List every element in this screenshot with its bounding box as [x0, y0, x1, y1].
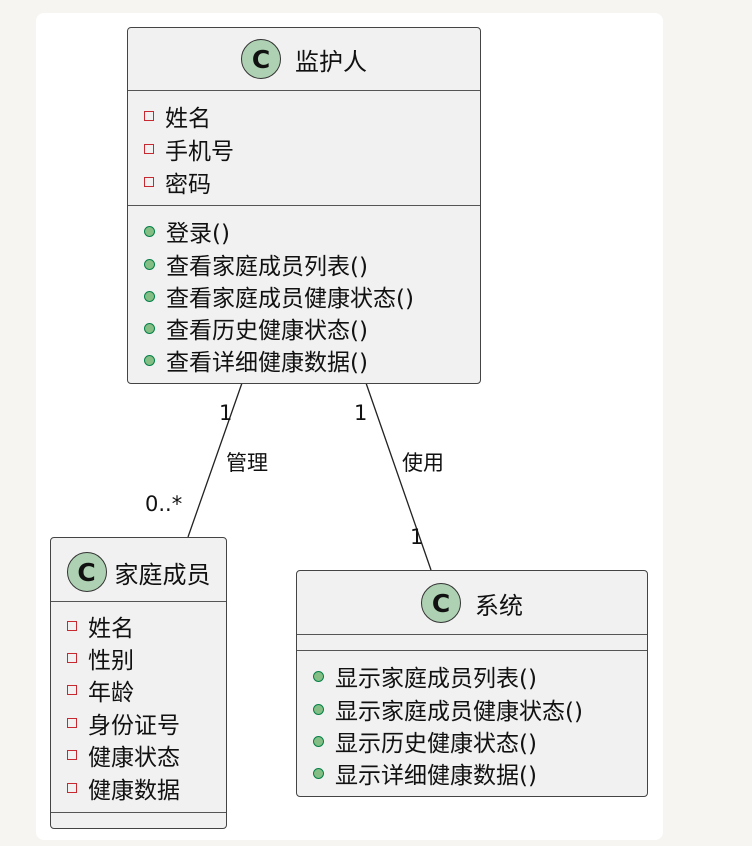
method: 查看历史健康状态() — [144, 311, 368, 345]
class-header: C 监护人 — [128, 37, 480, 81]
public-marker-icon — [144, 225, 155, 237]
use-source-multiplicity: 1 — [354, 401, 368, 425]
class-stereotype-icon: C — [66, 552, 107, 592]
method: 显示家庭成员健康状态() — [313, 692, 583, 726]
private-marker-icon — [67, 621, 77, 631]
method: 显示详细健康数据() — [313, 756, 537, 790]
manage-target-multiplicity: 0..* — [145, 492, 183, 516]
method: 查看家庭成员列表() — [144, 247, 368, 281]
attribute: 年龄 — [67, 673, 134, 707]
use-association-line — [365, 382, 432, 571]
public-marker-icon — [313, 703, 324, 715]
public-marker-icon — [144, 290, 155, 302]
attribute: 性别 — [67, 641, 134, 675]
class-family-member: C 家庭成员 姓名 性别 年龄 身份证号 健康状态 健康数据 — [50, 537, 227, 829]
method: 登录() — [144, 214, 230, 248]
divider — [128, 205, 480, 206]
private-marker-icon — [67, 685, 77, 695]
public-marker-icon — [144, 258, 155, 270]
manage-association-line — [187, 382, 243, 538]
private-marker-icon — [144, 144, 154, 154]
class-system: C 系统 显示家庭成员列表() 显示家庭成员健康状态() 显示历史健康状态() … — [296, 570, 648, 797]
divider — [128, 90, 480, 91]
class-name: 监护人 — [295, 47, 367, 76]
method: 显示历史健康状态() — [313, 724, 537, 758]
class-name: 家庭成员 — [114, 560, 211, 589]
manage-source-multiplicity: 1 — [219, 401, 233, 425]
attribute: 健康数据 — [67, 771, 180, 805]
private-marker-icon — [144, 177, 154, 187]
public-marker-icon — [144, 322, 155, 334]
private-marker-icon — [67, 750, 77, 760]
private-marker-icon — [67, 653, 77, 663]
public-marker-icon — [313, 735, 324, 747]
class-guardian: C 监护人 姓名 手机号 密码 登录() 查看家庭成员列表() 查看家庭成员健康… — [127, 27, 481, 384]
attribute: 姓名 — [67, 609, 134, 643]
method: 查看详细健康数据() — [144, 343, 368, 377]
method: 显示家庭成员列表() — [313, 659, 537, 693]
class-stereotype-icon: C — [421, 583, 461, 623]
divider — [297, 650, 647, 651]
attribute: 密码 — [144, 165, 211, 199]
private-marker-icon — [144, 111, 154, 121]
class-name: 系统 — [475, 591, 523, 620]
divider — [297, 634, 647, 635]
method: 查看家庭成员健康状态() — [144, 279, 414, 313]
class-header: C 家庭成员 — [51, 550, 226, 594]
private-marker-icon — [67, 718, 77, 728]
private-marker-icon — [67, 783, 77, 793]
attribute: 姓名 — [144, 99, 211, 133]
class-stereotype-icon: C — [241, 39, 281, 79]
use-relation-label: 使用 — [402, 451, 444, 475]
public-marker-icon — [313, 670, 324, 682]
attribute: 身份证号 — [67, 706, 180, 740]
class-header: C 系统 — [297, 581, 647, 625]
public-marker-icon — [144, 354, 155, 366]
divider — [51, 601, 226, 602]
manage-relation-label: 管理 — [226, 451, 268, 475]
attribute: 健康状态 — [67, 738, 180, 772]
divider — [51, 812, 226, 813]
public-marker-icon — [313, 767, 324, 779]
use-target-multiplicity: 1 — [410, 525, 424, 549]
attribute: 手机号 — [144, 132, 234, 166]
